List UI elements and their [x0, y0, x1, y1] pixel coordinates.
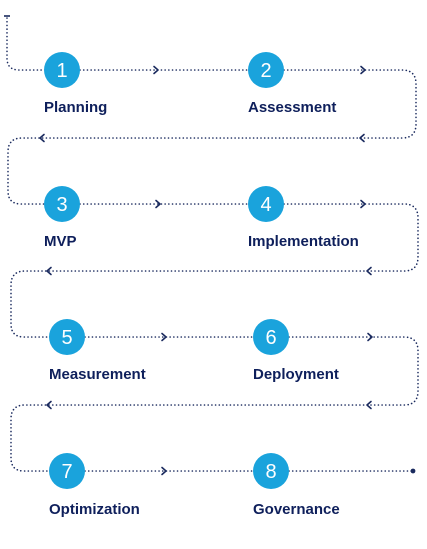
step-6: 6 Deployment — [253, 319, 339, 383]
connector-turn-right-1 — [7, 69, 417, 205]
arrow-right-icon — [367, 332, 373, 342]
step-3: 3 MVP — [44, 186, 80, 250]
step-number: 5 — [61, 327, 72, 349]
step-label: Optimization — [49, 501, 140, 518]
arrow-right-icon — [161, 332, 167, 342]
step-8: 8 Governance — [253, 453, 340, 518]
end-dot — [410, 468, 416, 474]
arrow-right-icon — [161, 466, 167, 476]
arrow-right-icon — [360, 199, 366, 209]
step-circle — [253, 319, 289, 355]
connector-line — [6, 17, 419, 472]
arrow-heads — [39, 65, 373, 476]
arrow-left-icon — [366, 266, 372, 276]
step-7: 7 Optimization — [49, 453, 140, 518]
connector-turn-right-2 — [10, 203, 419, 338]
arrow-left-icon — [46, 400, 52, 410]
arrow-right-icon — [360, 65, 366, 75]
arrow-left-icon — [359, 133, 365, 143]
arrow-left-icon — [39, 133, 45, 143]
connector-start — [6, 17, 45, 71]
step-label: Governance — [253, 501, 340, 518]
step-5: 5 Measurement — [49, 319, 146, 383]
step-number: 3 — [56, 194, 67, 216]
step-4: 4 Implementation — [248, 186, 359, 250]
step-number: 8 — [265, 461, 276, 483]
step-circle — [253, 453, 289, 489]
step-label: MVP — [44, 233, 77, 250]
arrow-right-icon — [153, 65, 159, 75]
step-number: 2 — [260, 60, 271, 82]
step-number: 1 — [56, 60, 67, 82]
step-label: Measurement — [49, 366, 146, 383]
step-1: 1 Planning — [44, 52, 107, 116]
step-number: 7 — [61, 461, 72, 483]
step-circle — [248, 186, 284, 222]
step-label: Deployment — [253, 366, 339, 383]
step-label: Planning — [44, 99, 107, 116]
step-circle — [248, 52, 284, 88]
step-circle — [49, 453, 85, 489]
arrow-right-icon — [155, 199, 161, 209]
step-label: Implementation — [248, 233, 359, 250]
step-number: 4 — [260, 194, 271, 216]
step-number: 6 — [265, 327, 276, 349]
arrow-left-icon — [366, 400, 372, 410]
step-circle — [44, 186, 80, 222]
step-label: Assessment — [248, 99, 336, 116]
step-2: 2 Assessment — [248, 52, 336, 116]
step-circle — [49, 319, 85, 355]
step-circle — [44, 52, 80, 88]
arrow-left-icon — [46, 266, 52, 276]
connector-turn-right-3 — [10, 336, 419, 472]
